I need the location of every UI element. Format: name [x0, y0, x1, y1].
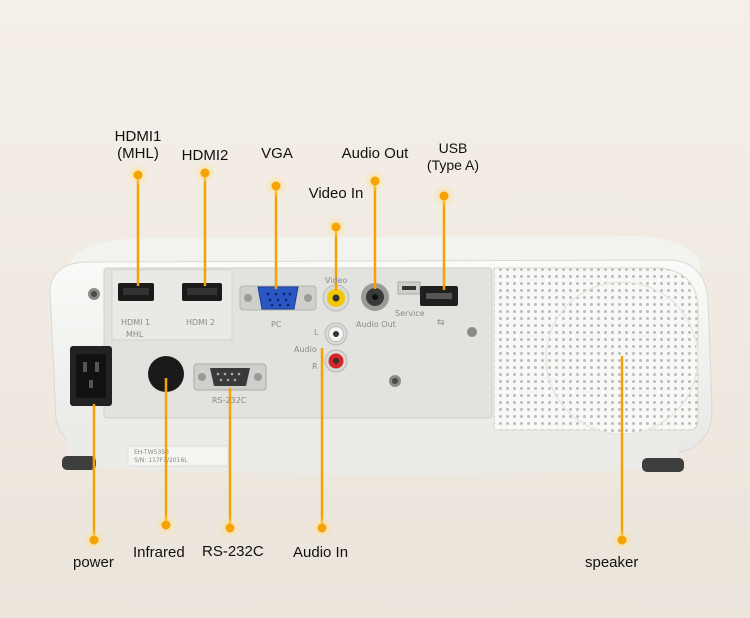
- label-usb: USB (Type A): [426, 140, 480, 173]
- panel-print-l: L: [314, 328, 319, 337]
- panel-print-model: EH-TW5350: [134, 449, 169, 456]
- label-power: power: [73, 554, 114, 571]
- label-hdmi2: HDMI2: [181, 147, 229, 164]
- label-rs232c: RS-232C: [202, 543, 264, 560]
- panel-print-audio: Audio: [294, 345, 317, 354]
- audio-out-jack: [361, 283, 389, 311]
- audio-l-rca-jack: [324, 322, 348, 346]
- callout-dots: [83, 162, 633, 551]
- label-audio-out: Audio Out: [341, 145, 409, 162]
- service-port: [397, 281, 421, 295]
- panel-print-audio-out: Audio Out: [356, 320, 396, 329]
- panel-print-r: R: [312, 362, 318, 371]
- audio-r-rca-jack: [324, 349, 348, 373]
- panel-print-video: Video: [325, 276, 348, 285]
- infrared-window: [148, 356, 184, 392]
- panel-print-hdmi1: HDMI 1: [121, 318, 151, 327]
- label-audio-in: Audio In: [293, 544, 349, 561]
- label-video-in: Video In: [308, 185, 364, 202]
- hdmi2-port: [182, 283, 222, 301]
- hdmi1-port: [118, 283, 154, 301]
- panel-print-service: Service: [395, 309, 425, 318]
- vga-port: [239, 285, 317, 311]
- rs232c-port: [193, 363, 267, 391]
- callout-lines: [92, 173, 624, 540]
- panel-print-pc: PC: [271, 320, 282, 329]
- hdmi-subpanel: [111, 269, 233, 341]
- label-hdmi1: HDMI1 (MHL): [114, 128, 162, 162]
- label-infrared: Infrared: [133, 544, 185, 561]
- right-foot: [642, 458, 684, 472]
- panel-print-mhl: MHL: [126, 330, 144, 339]
- panel-print-hdmi2: HDMI 2: [186, 318, 216, 327]
- panel-print-rs232c: RS-232C: [212, 396, 247, 405]
- label-speaker: speaker: [585, 554, 639, 571]
- left-foot: [62, 456, 96, 470]
- screw: [467, 327, 477, 337]
- label-vga: VGA: [261, 145, 293, 162]
- model-label-plate: [127, 445, 229, 467]
- usb-port: [420, 286, 458, 306]
- panel-print-serial: S/N: 117F3/2016L: [134, 457, 188, 464]
- video-rca-jack: [322, 284, 350, 312]
- svg-text:⇆: ⇆: [437, 318, 445, 328]
- power-inlet: [70, 346, 112, 406]
